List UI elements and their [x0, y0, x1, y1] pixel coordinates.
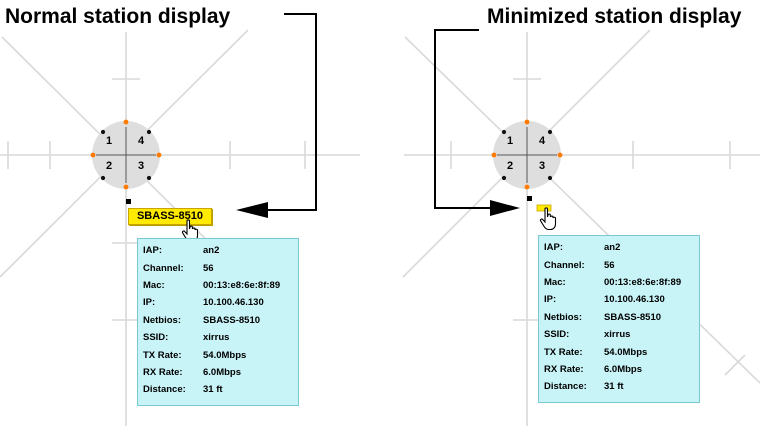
table-row: Distance: 31 ft: [544, 378, 681, 395]
table-row: IAP: an2: [143, 242, 280, 259]
info-key: RX Rate:: [143, 366, 183, 378]
table-row: IP: 10.100.46.130: [143, 294, 280, 311]
info-value: an2: [604, 242, 621, 254]
table-row: IAP: an2: [544, 239, 681, 256]
table-row: Channel: 56: [143, 259, 280, 276]
info-value: 31 ft: [203, 384, 223, 396]
minimized-display-caption: Minimized station display: [487, 5, 742, 28]
info-key: SSID:: [544, 329, 570, 341]
table-row: Mac: 00:13:e8:6e:8f:89: [143, 277, 280, 294]
radio-number-3: 3: [539, 160, 546, 172]
info-value: 00:13:e8:6e:8f:89: [203, 279, 281, 291]
info-key: IAP:: [544, 242, 563, 254]
info-value: xirrus: [604, 329, 631, 341]
info-key: Channel:: [143, 262, 184, 274]
info-key: Netbios:: [544, 311, 582, 323]
table-row: Netbios: SBASS-8510: [143, 312, 280, 329]
info-key: TX Rate:: [544, 346, 583, 358]
right-station-dot[interactable]: [527, 196, 532, 201]
info-key: Distance:: [544, 381, 587, 393]
left-access-point-node[interactable]: [90, 119, 162, 190]
radio-number-3: 3: [138, 160, 145, 172]
info-value: 00:13:e8:6e:8f:89: [604, 276, 682, 288]
station-info-table: IAP: an2 Channel: 56 Mac: 00:13:e8:6e:8f:89…: [544, 239, 681, 396]
info-key: TX Rate:: [143, 349, 182, 361]
info-value: 56: [203, 262, 214, 274]
info-key: Mac:: [544, 276, 566, 288]
info-value: 10.100.46.130: [604, 294, 665, 306]
info-value: 6.0Mbps: [604, 363, 643, 375]
info-key: IP:: [544, 294, 557, 306]
table-row: Netbios: SBASS-8510: [544, 309, 681, 326]
info-value: 31 ft: [604, 381, 624, 393]
station-label[interactable]: SBASS-8510: [128, 208, 212, 225]
table-row: RX Rate: 6.0Mbps: [544, 361, 681, 378]
info-key: Netbios:: [143, 314, 181, 326]
minimized-station-label[interactable]: [536, 204, 552, 212]
station-info-tooltip: IAP: an2 Channel: 56 Mac: 00:13:e8:6e:8f:89…: [137, 238, 299, 406]
radio-number-1: 1: [106, 135, 113, 147]
table-row: TX Rate: 54.0Mbps: [544, 343, 681, 360]
station-info-table: IAP: an2 Channel: 56 Mac: 00:13:e8:6e:8f:89…: [143, 242, 280, 399]
radio-number-1: 1: [507, 135, 514, 147]
hand-pointer-icon: [539, 207, 557, 231]
info-value: 6.0Mbps: [203, 366, 242, 378]
table-row: Distance: 31 ft: [143, 381, 280, 398]
right-access-point-node[interactable]: [491, 119, 563, 190]
table-row: Mac: 00:13:e8:6e:8f:89: [544, 274, 681, 291]
radio-number-2: 2: [507, 160, 514, 172]
radio-number-4: 4: [138, 135, 145, 147]
info-key: Distance:: [143, 384, 186, 396]
info-key: SSID:: [143, 332, 169, 344]
table-row: TX Rate: 54.0Mbps: [143, 346, 280, 363]
info-value: 54.0Mbps: [203, 349, 247, 361]
station-info-tooltip: IAP: an2 Channel: 56 Mac: 00:13:e8:6e:8f:89…: [538, 235, 700, 403]
info-value: xirrus: [203, 332, 230, 344]
info-key: Channel:: [544, 259, 585, 271]
radio-number-2: 2: [106, 160, 113, 172]
info-key: RX Rate:: [544, 363, 584, 375]
info-key: IAP:: [143, 245, 162, 257]
right-callout-arrow: [434, 29, 520, 216]
table-row: SSID: xirrus: [143, 329, 280, 346]
info-value: 10.100.46.130: [203, 297, 264, 309]
info-value: an2: [203, 245, 220, 257]
info-value: SBASS-8510: [203, 314, 261, 326]
normal-display-caption: Normal station display: [5, 5, 231, 28]
left-station-dot[interactable]: [126, 199, 131, 204]
table-row: Channel: 56: [544, 256, 681, 273]
info-value: 56: [604, 259, 615, 271]
table-row: SSID: xirrus: [544, 326, 681, 343]
info-value: 54.0Mbps: [604, 346, 648, 358]
table-row: RX Rate: 6.0Mbps: [143, 364, 280, 381]
info-key: Mac:: [143, 279, 165, 291]
left-callout-arrow: [236, 13, 317, 218]
right-grid: [402, 29, 761, 426]
info-value: SBASS-8510: [604, 311, 662, 323]
table-row: IP: 10.100.46.130: [544, 291, 681, 308]
radio-number-4: 4: [539, 135, 546, 147]
info-key: IP:: [143, 297, 156, 309]
